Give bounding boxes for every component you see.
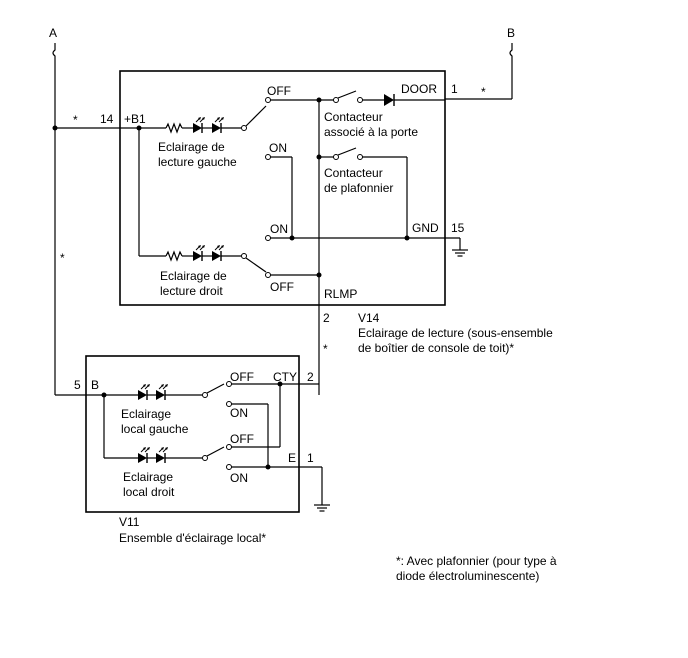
v14-switch-lower-blade: [245, 257, 267, 273]
v14-dome-switch-label-1: Contacteur: [324, 166, 383, 180]
v14-switch-on-lower-label: ON: [270, 222, 288, 236]
v14-lamp-left-resistor: [165, 123, 183, 133]
v14-dome-switch-contact-left: [333, 154, 339, 160]
v14-switch-upper-blade: [245, 105, 267, 127]
v14-switch-off-top-label: OFF: [267, 84, 291, 98]
v14-door-diode: [384, 94, 394, 106]
v14-switch-lower-pivot: [241, 253, 247, 259]
v14-pin-door-number: 1: [451, 82, 458, 96]
v11-lamp-left-label-1: Eclairage: [121, 407, 171, 421]
v11-code: V11: [119, 515, 140, 529]
v14-junction-off-bottom: [316, 272, 322, 278]
v11-lamp-right-label-2: local droit: [123, 485, 175, 499]
wire-star-right: *: [481, 85, 486, 99]
v11-pin-cty-number: 2: [307, 370, 314, 384]
terminal-b-connector: [509, 43, 513, 60]
v14-lamp-right-label-1: Eclairage de: [160, 269, 227, 283]
v11-switch-upper-pivot: [202, 392, 208, 398]
v14-door-switch-contact-right: [357, 97, 363, 103]
footnote-line1: *: Avec plafonnier (pour type à: [396, 554, 557, 568]
v11-ground-symbol: [313, 504, 331, 512]
v14-dome-switch-blade: [337, 147, 357, 156]
v11-lamp-left-label-2: local gauche: [121, 422, 189, 436]
v14-ground-symbol: [451, 249, 469, 257]
v11-switch-lower-blade: [206, 446, 225, 457]
v11-pin-b-name: B: [91, 378, 99, 392]
v14-lamp-right-led-1: [192, 244, 206, 262]
v11-switch-off-2-label: OFF: [230, 432, 254, 446]
v14-switch-upper-off-contact: [265, 97, 271, 103]
v14-code: V14: [358, 311, 380, 325]
v11-switch-lower-pivot: [202, 455, 208, 461]
v11-lamp-right-label-1: Eclairage: [123, 470, 173, 484]
wire-star-left-top: *: [73, 113, 78, 127]
v14-lamp-left-label-1: Eclairage de: [158, 140, 225, 154]
v14-door-switch-blade: [337, 90, 357, 99]
wire-star-rlmp: *: [323, 342, 328, 356]
v11-switch-off-1-label: OFF: [230, 370, 254, 384]
v14-name-line1: Eclairage de lecture (sous-ensemble: [358, 326, 553, 340]
v14-dome-switch-contact-right: [357, 154, 363, 160]
v14-pin-door-name: DOOR: [401, 82, 437, 96]
v11-switch-lower-on-contact: [226, 464, 232, 470]
v11-switch-upper-blade: [206, 383, 225, 394]
v14-switch-lower-off-contact: [265, 272, 271, 278]
v14-switch-upper-pivot: [241, 125, 247, 131]
v14-lamp-left-label-2: lecture gauche: [158, 155, 237, 169]
v11-pin-e-number: 1: [307, 451, 314, 465]
v11-lamp-left-led-1: [137, 383, 151, 401]
v14-junction-on-lower: [289, 235, 295, 241]
v14-switch-lower-on-contact: [265, 235, 271, 241]
terminal-b-label: B: [507, 26, 515, 40]
v14-box: [119, 70, 446, 306]
v11-pin-cty-name: CTY: [273, 370, 297, 384]
v14-switch-upper-on-contact: [265, 154, 271, 160]
v14-lamp-left-led-2: [211, 116, 225, 134]
v14-door-switch-contact-left: [333, 97, 339, 103]
wire-star-left-mid: *: [60, 251, 65, 265]
v11-switch-on-1-label: ON: [230, 406, 248, 420]
v14-pin-gnd-name: GND: [412, 221, 439, 235]
footnote-line2: diode électroluminescente): [396, 569, 539, 583]
terminal-a-connector: [52, 43, 56, 60]
v14-lamp-right-resistor: [165, 251, 183, 261]
v11-box: [85, 355, 300, 513]
v14-door-switch-label-2: associé à la porte: [324, 125, 418, 139]
v14-pin-rlmp-name: RLMP: [324, 287, 357, 301]
v11-junction-e: [265, 464, 271, 470]
v14-lamp-left-led-1: [192, 116, 206, 134]
v14-pin-rlmp-number: 2: [323, 311, 330, 325]
v11-switch-on-2-label: ON: [230, 471, 248, 485]
v11-pin-e-name: E: [288, 451, 296, 465]
v11-lamp-right-led-1: [137, 446, 151, 464]
v14-lamp-right-led-2: [211, 244, 225, 262]
v11-pin-b-number: 5: [74, 378, 81, 392]
v14-name-line2: de boîtier de console de toit)*: [358, 341, 514, 355]
v14-dome-switch-label-2: de plafonnier: [324, 181, 393, 195]
v14-switch-off-bottom-label: OFF: [270, 280, 294, 294]
v14-lamp-right-label-2: lecture droit: [160, 284, 223, 298]
v14-pin-gnd-number: 15: [451, 221, 465, 235]
v14-junction-gnd: [404, 235, 410, 241]
v11-name: Ensemble d'éclairage local*: [119, 531, 266, 545]
v14-switch-on-upper-label: ON: [269, 141, 287, 155]
v14-pin-b1-name: +B1: [124, 112, 146, 126]
v11-lamp-right-led-2: [155, 446, 169, 464]
v11-lamp-left-led-2: [155, 383, 169, 401]
v14-pin-b1-number: 14: [100, 112, 114, 126]
terminal-a-label: A: [49, 26, 57, 40]
v14-door-switch-label-1: Contacteur: [324, 110, 383, 124]
